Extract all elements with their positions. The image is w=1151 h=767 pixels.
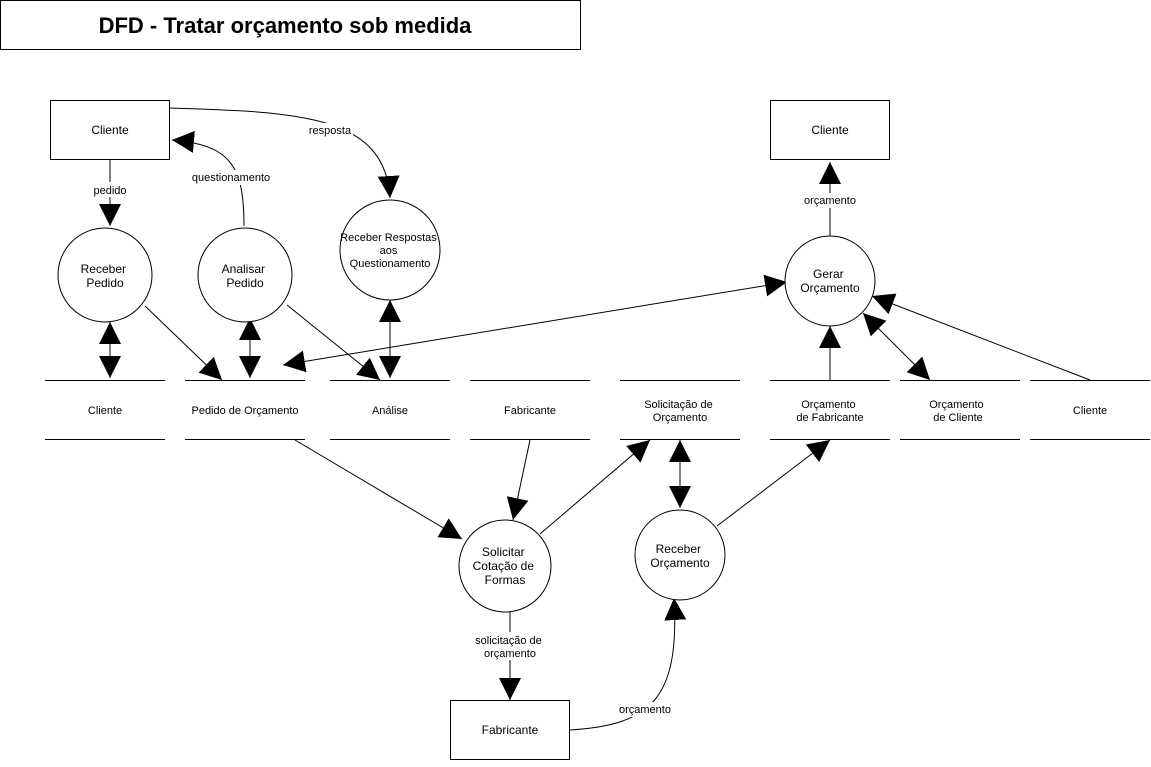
entity-cliente-top: Cliente bbox=[50, 100, 170, 160]
flow-pedido-solicitar bbox=[294, 439, 463, 540]
process-receber-orcamento: Receber Orçamento bbox=[634, 509, 726, 601]
flow-receber-pedido-store bbox=[144, 305, 223, 381]
store-analise-label: Análise bbox=[372, 405, 408, 417]
process-gerar-orcamento-label: Gerar Orçamento bbox=[800, 267, 860, 295]
entity-cliente-right: Cliente bbox=[770, 100, 890, 160]
store-pedido-orcamento: Pedido de Orçamento bbox=[185, 380, 305, 440]
process-gerar-orcamento: Gerar Orçamento bbox=[784, 235, 876, 327]
flow-cliente2-gerar bbox=[871, 293, 1091, 381]
process-solicitar-cotacao-label: Solicitar Cotação de Formas bbox=[473, 545, 538, 587]
flow-label-pedido: pedido bbox=[93, 185, 126, 197]
store-solicitacao-orcamento: Solicitação de Orçamento bbox=[620, 380, 740, 440]
diagram-title: DFD - Tratar orçamento sob medida bbox=[99, 13, 473, 38]
store-solicitacao-orcamento-label: Solicitação de Orçamento bbox=[644, 399, 716, 424]
flow-pedido-gerar bbox=[282, 274, 788, 373]
flow-label-orcamento-top: orçamento bbox=[804, 195, 856, 207]
process-receber-orcamento-label: Receber Orçamento bbox=[650, 542, 710, 570]
store-orcamento-cliente-label: Orçamento de Cliente bbox=[929, 399, 986, 424]
process-analisar-pedido: Analisar Pedido bbox=[197, 227, 293, 323]
process-receber-respostas: Receber Respostas aos Questionamento bbox=[339, 199, 441, 301]
flow-labels: pedido questionamento resposta orçamento… bbox=[92, 123, 858, 717]
flow-label-solicitacao-orcamento: solicitação de orçamento bbox=[475, 635, 545, 660]
store-cliente-2: Cliente bbox=[1030, 380, 1150, 440]
store-cliente-2-label: Cliente bbox=[1073, 405, 1107, 417]
flow-questionamento bbox=[171, 130, 245, 227]
process-solicitar-cotacao: Solicitar Cotação de Formas bbox=[458, 519, 552, 613]
entity-cliente-top-label: Cliente bbox=[91, 123, 129, 137]
flow-orcamento-bottom bbox=[569, 597, 687, 731]
entity-cliente-right-label: Cliente bbox=[811, 123, 849, 137]
store-orcamento-fabricante: Orçamento de Fabricante bbox=[770, 380, 890, 440]
flow-receber-orc-fabricante bbox=[716, 439, 831, 527]
store-orcamento-cliente: Orçamento de Cliente bbox=[900, 380, 1020, 440]
store-cliente-label: Cliente bbox=[88, 405, 122, 417]
process-analisar-pedido-label: Analisar Pedido bbox=[222, 262, 269, 290]
entity-fabricante: Fabricante bbox=[450, 700, 570, 760]
flow-solicitar-solicitacao bbox=[539, 439, 651, 535]
process-receber-respostas-label: Receber Respostas aos Questionamento bbox=[340, 232, 440, 270]
title-box: DFD - Tratar orçamento sob medida bbox=[0, 0, 581, 50]
store-pedido-orcamento-label: Pedido de Orçamento bbox=[191, 405, 298, 417]
flow-analisar-analise bbox=[286, 304, 381, 381]
flow-label-orcamento-bottom: orçamento bbox=[619, 704, 671, 716]
store-orcamento-fabricante-label: Orçamento de Fabricante bbox=[796, 399, 863, 424]
flow-fabricante-solicitar bbox=[506, 439, 531, 521]
flow-label-resposta: resposta bbox=[309, 125, 352, 137]
store-fabricante-label: Fabricante bbox=[504, 405, 556, 417]
store-fabricante: Fabricante bbox=[470, 380, 590, 440]
flow-label-questionamento: questionamento bbox=[192, 172, 270, 184]
store-cliente: Cliente bbox=[45, 380, 165, 440]
process-receber-pedido-label: Receber Pedido bbox=[81, 262, 130, 290]
flow-gerar-orc-cliente bbox=[862, 312, 931, 381]
store-analise: Análise bbox=[330, 380, 450, 440]
entity-fabricante-label: Fabricante bbox=[482, 723, 539, 737]
process-receber-pedido: Receber Pedido bbox=[57, 227, 153, 323]
